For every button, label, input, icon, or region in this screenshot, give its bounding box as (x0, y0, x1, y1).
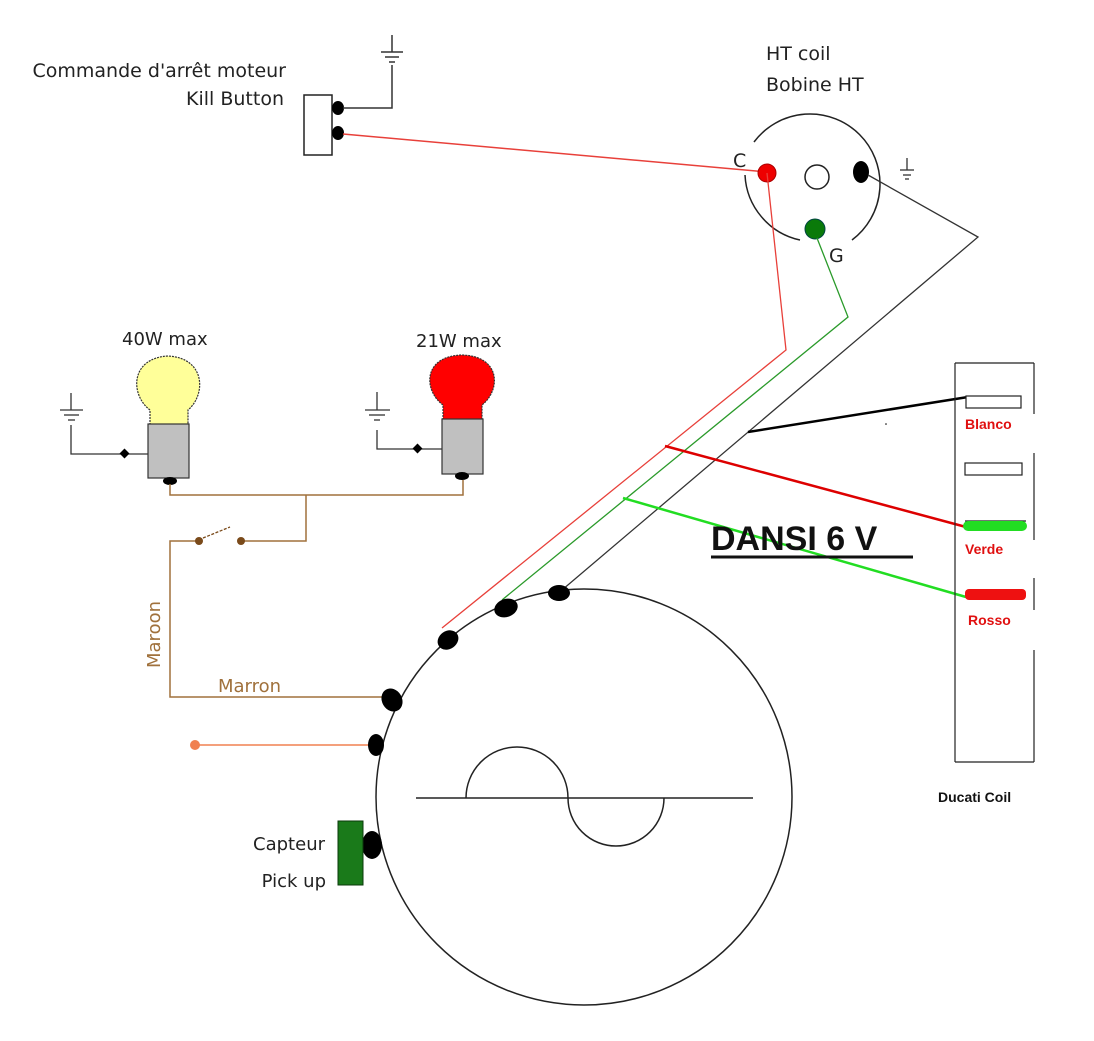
ducati-blanco-wire (747, 395, 969, 434)
lamp-bus-wire (169, 480, 464, 496)
coil-c-red-wire (441, 172, 787, 629)
ht-coil-outline-lower (744, 174, 801, 241)
ground-icon (900, 158, 914, 180)
ducati-terminal-verde (963, 521, 1027, 531)
ducati-coil-title: Ducati Coil (938, 789, 1011, 805)
lamp-40w-contact (163, 477, 177, 485)
stator-terminal-pickup (362, 831, 382, 859)
coil-ground-black-wire (561, 174, 980, 591)
stator-magnet-lower (567, 797, 665, 847)
ducati-label-blanco: Blanco (965, 416, 1012, 432)
kill-ground-wire (343, 65, 393, 109)
ground-icon (381, 35, 403, 63)
pickup-label-fr: Capteur (253, 834, 326, 855)
kill-button-body (303, 94, 333, 156)
lamp-21w-junction (412, 443, 423, 454)
ground-icon (60, 393, 83, 421)
lamp-40w-rating: 40W max (122, 329, 208, 350)
lamp-21w-rating: 21W max (416, 331, 502, 352)
ht-coil: HT coil Bobine HT C G (733, 43, 914, 267)
stator-terminal-black (548, 585, 570, 601)
lamp-21w-ground-wire (376, 430, 442, 450)
terminal-c-label: C (733, 150, 746, 172)
stator (362, 585, 793, 1006)
ht-output-terminal (804, 164, 830, 190)
kill-button: Commande d'arrêt moteur Kill Button (33, 35, 768, 173)
ducati-terminal-rosso (965, 589, 1026, 600)
lamp-40w: 40W max (60, 329, 208, 485)
ducati-terminal-spare (964, 462, 1023, 476)
orange-wire-end (190, 740, 200, 750)
lamp-21w-contact (455, 472, 469, 480)
lamp-40w-ground-wire (70, 425, 148, 455)
marron-label: Marron (218, 676, 281, 697)
ducati-terminal-blanco (965, 395, 1022, 409)
pickup-label-en: Pick up (262, 871, 326, 892)
lamp-40w-glass (136, 355, 201, 426)
kill-button-terminal-2 (332, 126, 344, 140)
ducati-label-verde: Verde (965, 541, 1003, 557)
stray-dot (885, 423, 887, 425)
lamp-40w-junction (119, 448, 130, 459)
maroon-label: Maroon (144, 601, 165, 668)
kill-button-terminal-1 (332, 101, 344, 115)
ground-icon (365, 392, 390, 421)
lamp-21w: 21W max (365, 331, 502, 480)
ducati-coil: Blanco Verde Rosso Ducati Coil (938, 362, 1035, 805)
stator-outline (375, 588, 793, 1006)
switch-contact-2 (237, 537, 245, 545)
ducati-rosso-wire (622, 496, 967, 599)
light-switch (202, 526, 231, 539)
ht-coil-label-fr: Bobine HT (766, 74, 864, 96)
lamp-21w-base (441, 418, 484, 475)
title-text: DANSI 6 V (711, 520, 878, 558)
terminal-g (804, 218, 826, 240)
ht-coil-outline (753, 113, 881, 241)
coil-g-green-wire (501, 237, 849, 601)
marron-wire (169, 540, 387, 698)
stator-terminal-marron (381, 688, 403, 712)
stator-terminal-red (437, 630, 459, 650)
switch-contact-1 (195, 537, 203, 545)
stator-terminal-orange (368, 734, 384, 756)
pickup: Capteur Pick up (253, 820, 364, 892)
kill-button-label-en: Kill Button (186, 88, 284, 110)
terminal-g-label: G (829, 245, 844, 267)
stator-terminal-green (494, 598, 518, 618)
ground-terminal (853, 161, 869, 183)
kill-button-label-fr: Commande d'arrêt moteur (33, 60, 287, 82)
ht-coil-label-en: HT coil (766, 43, 831, 65)
pickup-sensor (337, 820, 364, 886)
lamp-40w-base (147, 423, 190, 479)
stator-magnet-upper (465, 746, 569, 799)
lamp-21w-glass (429, 354, 495, 421)
lighting-circuit: Maroon Marron (144, 480, 464, 698)
ducati-label-rosso: Rosso (968, 612, 1011, 628)
kill-to-coil-red-wire (342, 133, 768, 173)
switch-feed-wire (241, 495, 307, 542)
ducati-verde-wire (664, 444, 967, 529)
diagram-title: DANSI 6 V (711, 520, 913, 559)
